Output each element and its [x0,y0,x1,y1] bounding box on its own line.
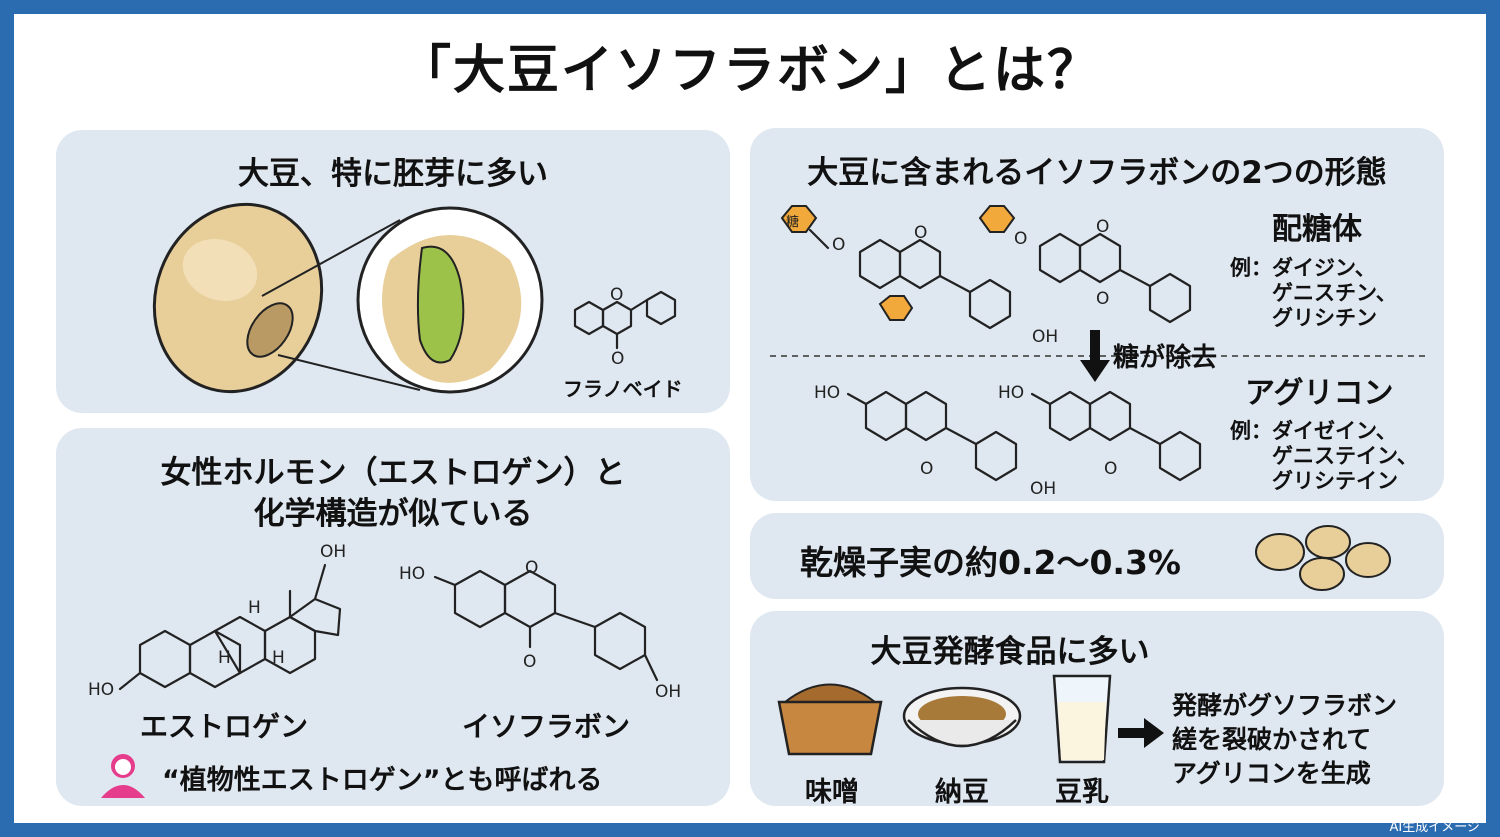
aglycone-example-2: ゲニステイン、 [1272,444,1418,468]
svg-text:O: O [1014,229,1027,249]
glycoside-example-2: ゲニスチン、 [1272,281,1397,305]
soybeans-icon [1255,525,1391,591]
fermented-note-1: 発酵がグソフラボン [1172,691,1398,720]
panel-fermented-title: 大豆発酵食品に多い [870,634,1150,670]
flavonoid-label: フラノベイド [563,377,683,401]
watermark: AI生成イメージ [1389,820,1480,835]
aglycone-example-1: 例：ダイゼイン、 [1230,419,1397,443]
svg-text:H: H [218,648,231,668]
svg-text:O: O [920,459,933,479]
soymilk-icon [1052,674,1112,764]
svg-text:O: O [525,558,538,578]
svg-text:OH: OH [1032,327,1058,347]
svg-text:O: O [1096,289,1109,309]
estrogen-structure: OH HO H H H [88,542,346,700]
svg-text:O: O [1096,217,1109,237]
svg-text:HO: HO [88,680,114,700]
glycoside-example-3: グリシチン [1272,306,1377,330]
woman-icon [101,754,145,798]
svg-text:O: O [610,285,623,305]
svg-text:O: O [1104,459,1117,479]
svg-text:HO: HO [998,383,1024,403]
glycoside-structures: 糖 O O OH O O O [780,205,1192,347]
svg-text:O: O [523,652,536,672]
content-text: 乾燥子実の約0.2〜0.3% [800,543,1181,582]
svg-text:O: O [832,235,845,255]
svg-text:H: H [272,648,285,668]
aglycone-structures: HO O OH HO O [814,383,1202,499]
right-arrow-icon [1118,718,1164,748]
glycoside-heading: 配糖体 [1272,212,1362,247]
miso-icon [777,683,883,756]
svg-text:糖: 糖 [786,214,799,230]
natto-icon [902,686,1022,748]
phytoestrogen-note: “植物性エストロゲン”とも呼ばれる [162,765,603,796]
panel-estrogen-title-1: 女性ホルモン（エストロゲン）と [160,455,626,491]
svg-text:HO: HO [399,564,425,584]
isoflavone-structure: O O HO OH [399,558,681,702]
panel-estrogen-title-2: 化学構造が似ている [253,496,533,532]
panel-forms-title: 大豆に含まれるイソフラボンの2つの形態 [807,155,1387,191]
svg-text:O: O [611,349,624,369]
svg-text:OH: OH [1030,479,1056,499]
aglycone-example-3: グリシテイン [1272,469,1398,493]
soybean-illustration [152,202,544,394]
svg-text:O: O [914,223,927,243]
panel-forms [750,128,1444,501]
sugar-removal-label: 糖が除去 [1113,343,1218,373]
panel-estrogen [56,428,730,806]
estrogen-label: エストロゲン [140,710,309,743]
svg-text:H: H [248,598,261,618]
fermented-note-3: アグリコンを生成 [1172,759,1371,788]
miso-label: 味噌 [805,777,859,808]
fermented-note-2: 縒を裂破かされて [1172,725,1372,754]
isoflavone-label: イソフラボン [462,710,631,743]
page-title: 「大豆イソフラボン」とは？ [398,41,1101,101]
svg-text:HO: HO [814,383,840,403]
svg-text:OH: OH [320,542,346,562]
panel-soybean-title: 大豆、特に胚芽に多い [238,156,548,192]
aglycone-heading: アグリコン [1245,376,1394,411]
flavonoid-structure: O O [573,285,677,369]
down-arrow-icon [1080,330,1110,382]
soymilk-label: 豆乳 [1055,777,1109,808]
glycoside-example-1: 例：ダイジン、 [1230,256,1376,280]
natto-label: 納豆 [935,777,989,808]
svg-text:OH: OH [655,682,681,702]
